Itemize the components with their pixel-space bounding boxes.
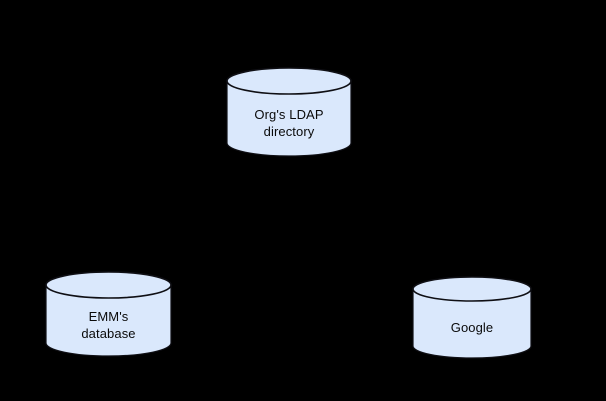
- cylinder-shape-ldap: [226, 67, 352, 157]
- node-org-ldap-directory[interactable]: Org's LDAP directory: [226, 67, 352, 157]
- node-emm-database[interactable]: EMM's database: [45, 271, 172, 357]
- node-google[interactable]: Google: [412, 276, 532, 359]
- cylinder-shape-google: [412, 276, 532, 359]
- cylinder-shape-emm: [45, 271, 172, 357]
